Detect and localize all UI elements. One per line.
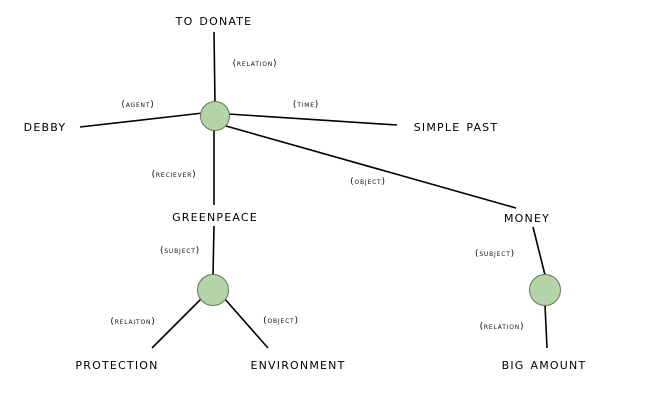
edge-e-relaiton <box>151 297 203 349</box>
edge-label-label-relation-donate: (RELATION) <box>232 59 278 69</box>
node-label-to-donate: TO DONATE <box>175 11 253 29</box>
edge-e-agent <box>79 112 204 128</box>
edge-e-relation-amount <box>544 304 548 349</box>
node-label-debby: Debby <box>23 117 67 135</box>
node-label-simple-past: SIMPLE PAST <box>413 117 499 135</box>
edge-e-subject-gp <box>212 225 215 276</box>
edge-label-label-relation-amount: (RELATION) <box>479 322 525 332</box>
node-label-greenpeace: Greenpeace <box>172 207 258 225</box>
edge-label-label-time: (TIME) <box>292 100 320 110</box>
node-label-money: MONEY <box>503 208 551 226</box>
edge-e-object-env <box>223 297 269 349</box>
edge-label-label-relaiton: (RELAITON) <box>110 317 156 327</box>
node-circle-hub-greenpeace[interactable] <box>197 274 229 306</box>
edge-label-label-object-money: (OBJECT) <box>350 177 386 187</box>
node-label-big-amount: BIG AMOUNT <box>501 355 587 373</box>
edge-label-label-object-env: (OBJECT) <box>263 316 299 326</box>
node-circle-hub-donate[interactable] <box>200 101 230 131</box>
edge-e-subject-money <box>532 226 546 276</box>
edge-e-object-money <box>225 125 517 209</box>
edge-label-label-reciever: (RECIEVER) <box>151 170 197 180</box>
edge-e-time <box>227 113 398 126</box>
node-label-protection: PROTECTION <box>75 355 159 373</box>
edge-label-label-subject-gp: (SUBJECT) <box>160 246 200 256</box>
node-label-environment: ENVIRONMENT <box>250 355 346 373</box>
edge-label-label-subject-money: (SUBJECT) <box>475 249 515 259</box>
node-circle-hub-money[interactable] <box>529 274 561 306</box>
edge-label-label-agent: (AGENT) <box>121 100 155 110</box>
edge-e-relation-donate <box>213 31 216 105</box>
